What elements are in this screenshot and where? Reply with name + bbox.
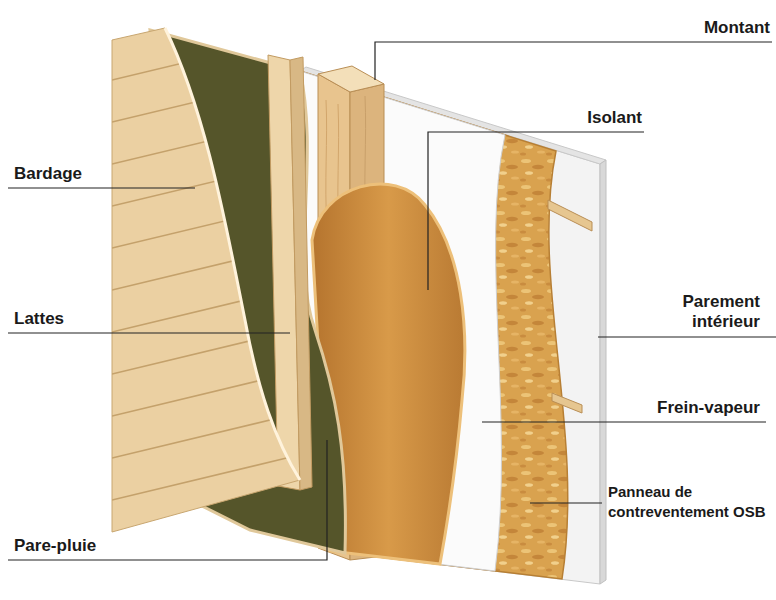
board-joint xyxy=(112,282,320,332)
board-joint xyxy=(112,30,320,80)
cladding-cut-edge xyxy=(165,28,300,480)
board-joint xyxy=(112,324,320,374)
part-label: Frein-vapeur xyxy=(657,398,760,418)
board-joint xyxy=(112,408,320,458)
stud-top xyxy=(318,66,384,92)
part-label: Montant xyxy=(704,18,770,38)
leader-line xyxy=(428,132,644,290)
part-label: Bardage xyxy=(14,164,82,184)
interior-board-edge xyxy=(600,160,606,584)
part-label: Lattes xyxy=(14,309,64,329)
cladding-boards xyxy=(112,30,320,500)
part-label: Panneau de contreventement OSB xyxy=(608,482,772,522)
cladding xyxy=(112,28,300,532)
leader-line xyxy=(8,440,327,560)
leader-line xyxy=(8,187,195,188)
leader-line xyxy=(482,421,766,422)
leader-line xyxy=(530,502,602,503)
part-label: Pare-pluie xyxy=(14,536,96,556)
board-joint xyxy=(112,198,320,248)
batten-side xyxy=(290,57,312,490)
board-joint xyxy=(112,366,320,416)
batten xyxy=(552,393,582,413)
board-joint xyxy=(112,72,320,122)
part-label: Parement intérieur xyxy=(630,292,760,332)
batten xyxy=(548,200,592,231)
board-joint xyxy=(112,240,320,290)
leader-line xyxy=(598,336,776,337)
leader-line xyxy=(375,42,772,80)
board-joint xyxy=(112,114,320,164)
part-label: Isolant xyxy=(587,108,642,128)
leader-lines xyxy=(8,42,776,560)
leader-line xyxy=(8,332,290,333)
